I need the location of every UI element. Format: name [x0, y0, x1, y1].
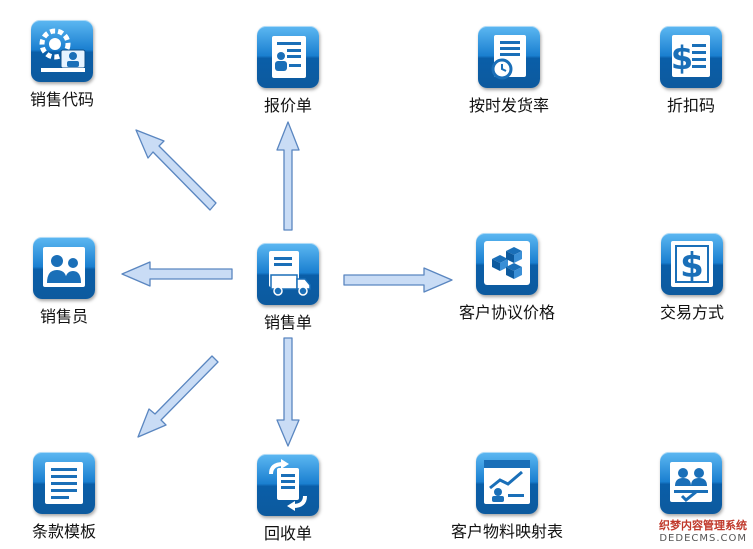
node-label: 交易方式 — [659, 303, 724, 322]
arrow-to-salesperson — [121, 261, 233, 287]
arrow-to-return-order — [276, 337, 300, 447]
arrow-to-sales-code — [135, 129, 217, 211]
node-customer-mapping[interactable]: 客户物料映射表 — [445, 452, 569, 542]
node-sales-order[interactable]: 销售单 — [228, 243, 348, 333]
watermark-line1: 织梦内容管理系统 — [659, 519, 747, 532]
document-person-icon — [257, 26, 319, 88]
node-label: 条款模板 — [31, 522, 96, 541]
node-label: 销售代码 — [29, 90, 94, 109]
people-check-icon — [660, 452, 722, 514]
truck-document-icon — [257, 243, 319, 305]
watermark: 织梦内容管理系统 DEDECMS.COM — [659, 519, 747, 545]
node-discount-code[interactable]: $ 折扣码 — [631, 26, 751, 116]
node-label: 客户协议价格 — [458, 303, 555, 322]
node-label: 折扣码 — [666, 96, 715, 115]
gear-person-icon — [31, 20, 93, 82]
node-last-item[interactable]: ... — [631, 452, 751, 537]
node-on-time-rate[interactable]: 按时发货率 — [449, 26, 569, 116]
arrow-to-customer-price — [343, 267, 453, 293]
node-terms-template[interactable]: 条款模板 — [4, 452, 124, 542]
node-quotation[interactable]: 报价单 — [228, 26, 348, 116]
node-label: 销售员 — [39, 307, 88, 326]
node-label: 销售单 — [263, 313, 312, 332]
people-icon — [33, 237, 95, 299]
node-label: 报价单 — [263, 96, 312, 115]
dollar-icon: $ — [661, 233, 723, 295]
node-label: 客户物料映射表 — [450, 522, 563, 541]
watermark-line2: DEDECMS.COM — [659, 533, 747, 544]
arrow-to-quotation — [276, 121, 300, 231]
chart-person-icon — [476, 452, 538, 514]
node-payment-method[interactable]: $ 交易方式 — [632, 233, 752, 323]
arrow-to-terms-template — [137, 355, 219, 438]
svg-text:$: $ — [671, 39, 693, 77]
svg-text:$: $ — [680, 246, 704, 286]
node-label: 回收单 — [263, 524, 312, 543]
node-label: 按时发货率 — [468, 96, 549, 115]
node-return-order[interactable]: 回收单 — [228, 454, 348, 544]
node-customer-price[interactable]: 客户协议价格 — [447, 233, 567, 323]
dollar-document-icon: $ — [660, 26, 722, 88]
document-clock-icon — [478, 26, 540, 88]
recycle-document-icon — [257, 454, 319, 516]
node-sales-code[interactable]: 销售代码 — [2, 20, 122, 110]
node-salesperson[interactable]: 销售员 — [4, 237, 124, 327]
boxes-icon — [476, 233, 538, 295]
list-document-icon — [33, 452, 95, 514]
